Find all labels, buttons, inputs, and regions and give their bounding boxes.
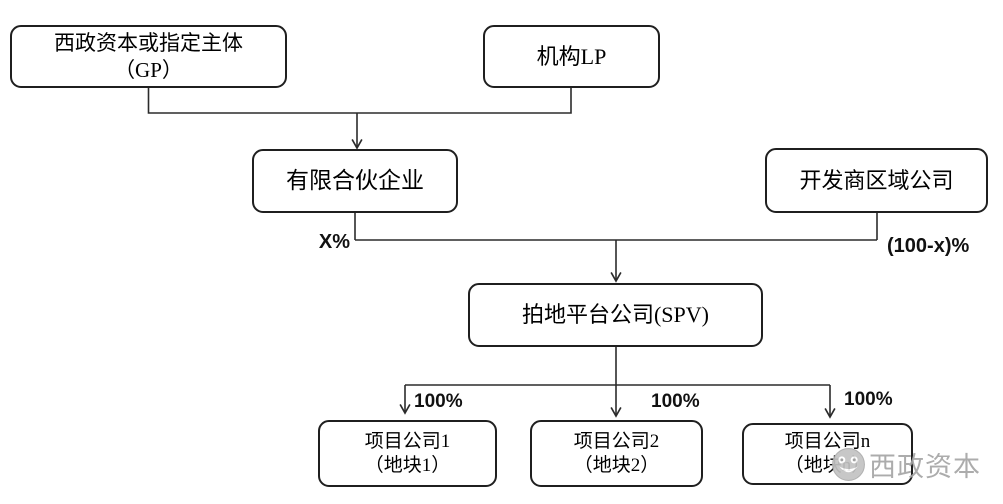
node-gp-line1: 西政资本或指定主体 [54,31,243,56]
label-ownership-projectn: 100% [844,389,893,410]
node-partnership-label: 有限合伙企业 [286,167,424,193]
node-developer-label: 开发商区域公司 [799,167,954,193]
wechat-emoji-icon [832,448,865,481]
label-developer-share: (100-x)% [887,235,970,257]
node-spv-platform-company: 拍地平台公司(SPV) [468,283,763,347]
node-spv-label: 拍地平台公司(SPV) [521,302,709,328]
node-project-company-1: 项目公司1 （地块1） [318,420,497,487]
node-lp: 机构LP [483,25,660,88]
node-lp-label: 机构LP [536,43,607,69]
node-developer-regional-company: 开发商区域公司 [765,148,988,213]
label-partnership-share: X% [318,231,350,253]
watermark-brand-text: 西政资本 [869,452,981,482]
node-project1-line1: 项目公司1 [364,430,451,452]
node-projectn-line1: 项目公司n [784,431,871,453]
edge-gp-lp-bus [147,88,572,114]
brand-watermark: 西政资本 [830,445,981,484]
node-project1-line2: （地块1） [364,454,451,476]
node-limited-partnership: 有限合伙企业 [252,149,458,213]
node-gp-line2: （GP） [114,57,183,82]
node-project2-line2: （地块2） [573,454,660,476]
node-project-company-2: 项目公司2 （地块2） [530,420,703,487]
node-gp: 西政资本或指定主体 （GP） [10,25,287,88]
label-ownership-project2: 100% [651,391,700,412]
label-ownership-project1: 100% [414,391,463,412]
node-project2-line1: 项目公司2 [573,430,660,452]
